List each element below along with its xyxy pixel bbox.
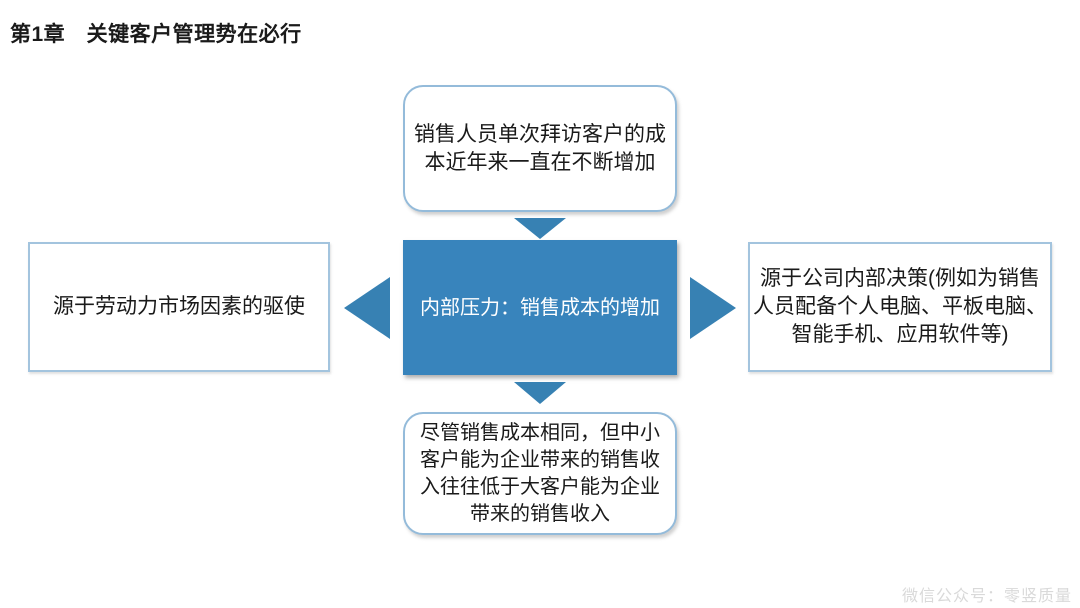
arrow-right-icon <box>690 277 736 339</box>
arrow-down-icon <box>514 218 566 239</box>
watermark: 微信公众号：零竖质量 <box>901 588 1072 605</box>
left-box-label: 源于劳动力市场因素的驱使 <box>53 295 305 318</box>
top-box: 销售人员单次拜访客户的成 本近年来一直在不断增加 <box>403 85 677 212</box>
top-box-label: 销售人员单次拜访客户的成 本近年来一直在不断增加 <box>414 122 666 174</box>
arrow-left-icon <box>344 277 390 339</box>
center-box: 内部压力：销售成本的增加 <box>403 240 677 375</box>
bottom-box-label: 尽管销售成本相同，但中小 客户能为企业带来的销售收 入往往低于大客户能为企业 带… <box>420 421 660 525</box>
bottom-box: 尽管销售成本相同，但中小 客户能为企业带来的销售收 入往往低于大客户能为企业 带… <box>403 412 677 535</box>
left-box: 源于劳动力市场因素的驱使 <box>28 242 330 372</box>
right-box-label: 源于公司内部决策(例如为销售 人员配备个人电脑、平板电脑、 智能手机、应用软件等… <box>753 267 1047 346</box>
center-box-label: 内部压力：销售成本的增加 <box>420 296 660 319</box>
right-box: 源于公司内部决策(例如为销售 人员配备个人电脑、平板电脑、 智能手机、应用软件等… <box>748 242 1052 372</box>
arrow-down-icon <box>514 382 566 404</box>
page-title: 第1章 关键客户管理势在必行 <box>10 23 302 46</box>
